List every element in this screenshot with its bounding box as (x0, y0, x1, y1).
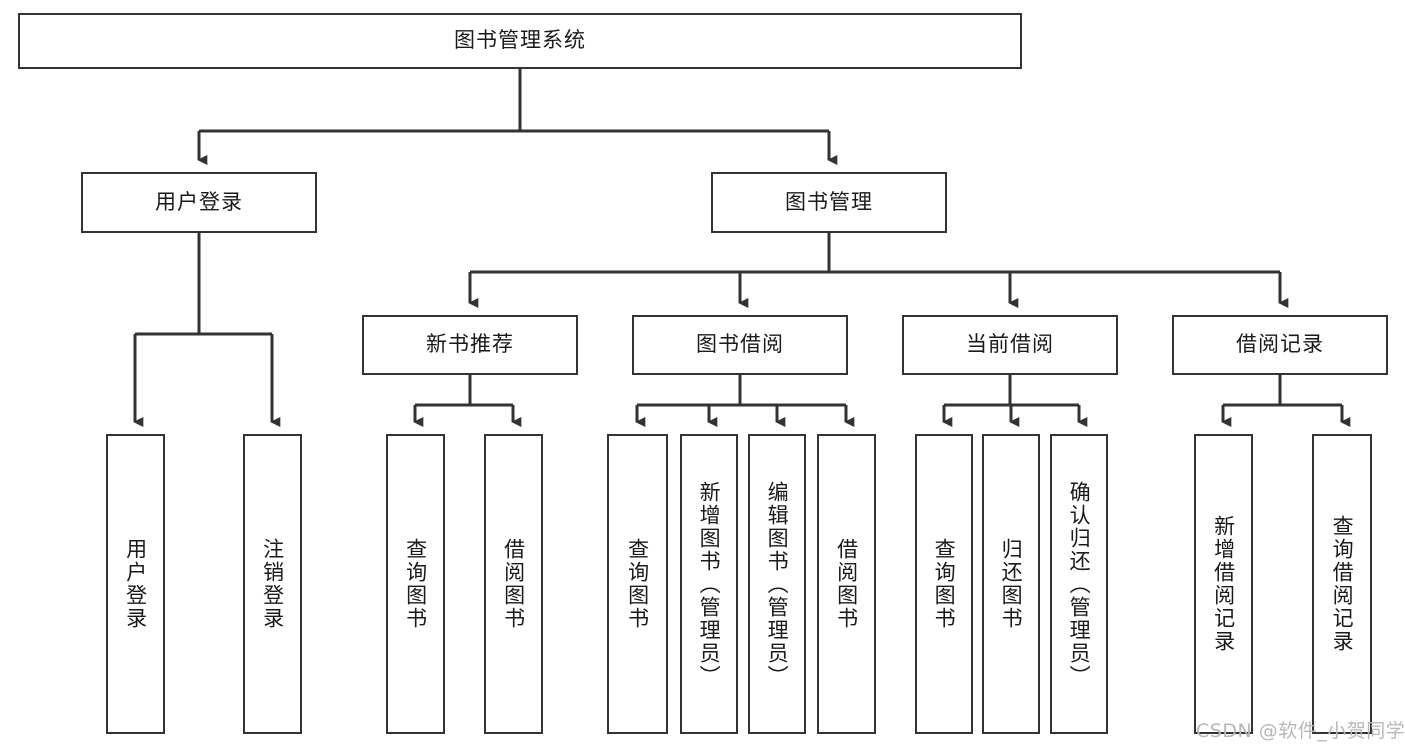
node-leaf[interactable]: 确认归还（管理员） (1050, 434, 1108, 734)
leaf-label: 注销登录 (260, 538, 285, 630)
node-leaf[interactable]: 借阅图书 (484, 434, 543, 734)
node-level2[interactable]: 图书管理 (711, 172, 947, 233)
node-leaf[interactable]: 归还图书 (982, 434, 1040, 734)
leaf-label: 新增借阅记录 (1211, 515, 1236, 653)
node-level3[interactable]: 新书推荐 (362, 315, 578, 375)
leaf-label: 查询图书 (932, 538, 957, 630)
node-leaf[interactable]: 查询图书 (915, 434, 973, 734)
node-level3[interactable]: 当前借阅 (902, 315, 1118, 375)
node-level3[interactable]: 图书借阅 (632, 315, 848, 375)
leaf-label: 编辑图书（管理员） (765, 480, 790, 688)
leaf-label: 归还图书 (999, 538, 1024, 630)
leaf-label: 借阅图书 (834, 538, 859, 630)
node-level3[interactable]: 借阅记录 (1172, 315, 1388, 375)
node-level2[interactable]: 用户登录 (81, 172, 317, 233)
node-leaf[interactable]: 借阅图书 (817, 434, 876, 734)
node-root-system[interactable]: 图书管理系统 (18, 13, 1022, 69)
leaf-label: 查询借阅记录 (1330, 515, 1355, 653)
node-leaf[interactable]: 注销登录 (243, 434, 302, 734)
node-leaf[interactable]: 新增图书（管理员） (680, 434, 738, 734)
leaf-label: 借阅图书 (501, 538, 526, 630)
leaf-label: 用户登录 (123, 538, 148, 630)
node-leaf[interactable]: 用户登录 (106, 434, 165, 734)
leaf-label: 查询图书 (625, 538, 650, 630)
leaf-label: 查询图书 (403, 538, 428, 630)
node-leaf[interactable]: 查询图书 (386, 434, 445, 734)
node-leaf[interactable]: 新增借阅记录 (1194, 434, 1253, 734)
node-leaf[interactable]: 查询借阅记录 (1312, 434, 1372, 734)
leaf-label: 确认归还（管理员） (1067, 480, 1092, 688)
leaf-label: 新增图书（管理员） (697, 480, 722, 688)
node-leaf[interactable]: 编辑图书（管理员） (748, 434, 806, 734)
node-leaf[interactable]: 查询图书 (607, 434, 668, 734)
csdn-watermark: CSDN @软件_小贺同学 (1196, 720, 1405, 742)
